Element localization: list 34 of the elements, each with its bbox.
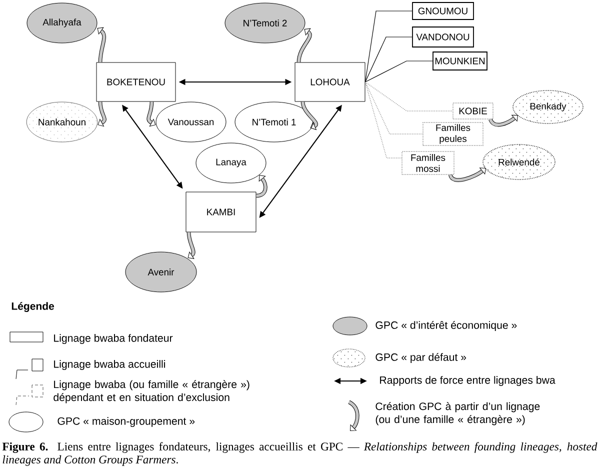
dotted-lineage-box: Familles mossi (402, 151, 454, 175)
curved-arrow (300, 102, 318, 130)
legend-text: Lignage bwaba (ou famille « étrangère ») dépendant et en situation d’exclusion (54, 380, 250, 404)
connector-line (364, 36, 412, 82)
dotted-lineage-box: Familles peules (422, 122, 484, 146)
legend-text: Lignage bwaba accueilli (54, 360, 166, 370)
curved-arrow (98, 102, 106, 126)
curved-arrow (146, 102, 156, 126)
curved-arrow (296, 28, 312, 62)
lineage-box: GNOUMOU (412, 2, 474, 20)
figure-caption: Figure 6. Liens entre lignages fondateurs, lignages accueillis et GPC — Relationships between founding lineages, hosted lineages and Cotton Groups Farmers. (2, 442, 598, 466)
curved-arrow (186, 232, 196, 259)
legend-text: Lignage bwaba fondateur (54, 334, 173, 344)
connector-line (364, 82, 453, 112)
connector-line (364, 82, 402, 158)
legend-text: Rapports de force entre lignages bwa (380, 376, 556, 386)
legend-text: GPC « d’intérêt économique » (376, 320, 517, 331)
lineage-box: BOKETENOU (96, 62, 176, 102)
legend-title: Légende (12, 302, 54, 312)
connector-line (364, 60, 433, 82)
connector-line (364, 82, 423, 134)
lineage-box: LOHOUA (294, 62, 366, 102)
curved-arrow (488, 114, 518, 127)
dotted-lineage-box: KOBIE (452, 102, 494, 120)
legend-text: Création GPC à partir d’un lignage (ou d’une famille « étrangère ») (376, 402, 540, 426)
connector-line (364, 10, 412, 82)
lineage-box: VANDONOU (412, 26, 474, 48)
legend-text: GPC « maison-groupement » (58, 417, 195, 427)
curved-arrow (448, 168, 486, 182)
curved-arrow (97, 27, 106, 62)
legend-text: GPC « par défaut » (376, 352, 466, 363)
lineage-box: MOUNKIEN (432, 52, 488, 70)
lineage-box: KAMBI (186, 192, 256, 232)
curved-arrow (256, 175, 268, 198)
